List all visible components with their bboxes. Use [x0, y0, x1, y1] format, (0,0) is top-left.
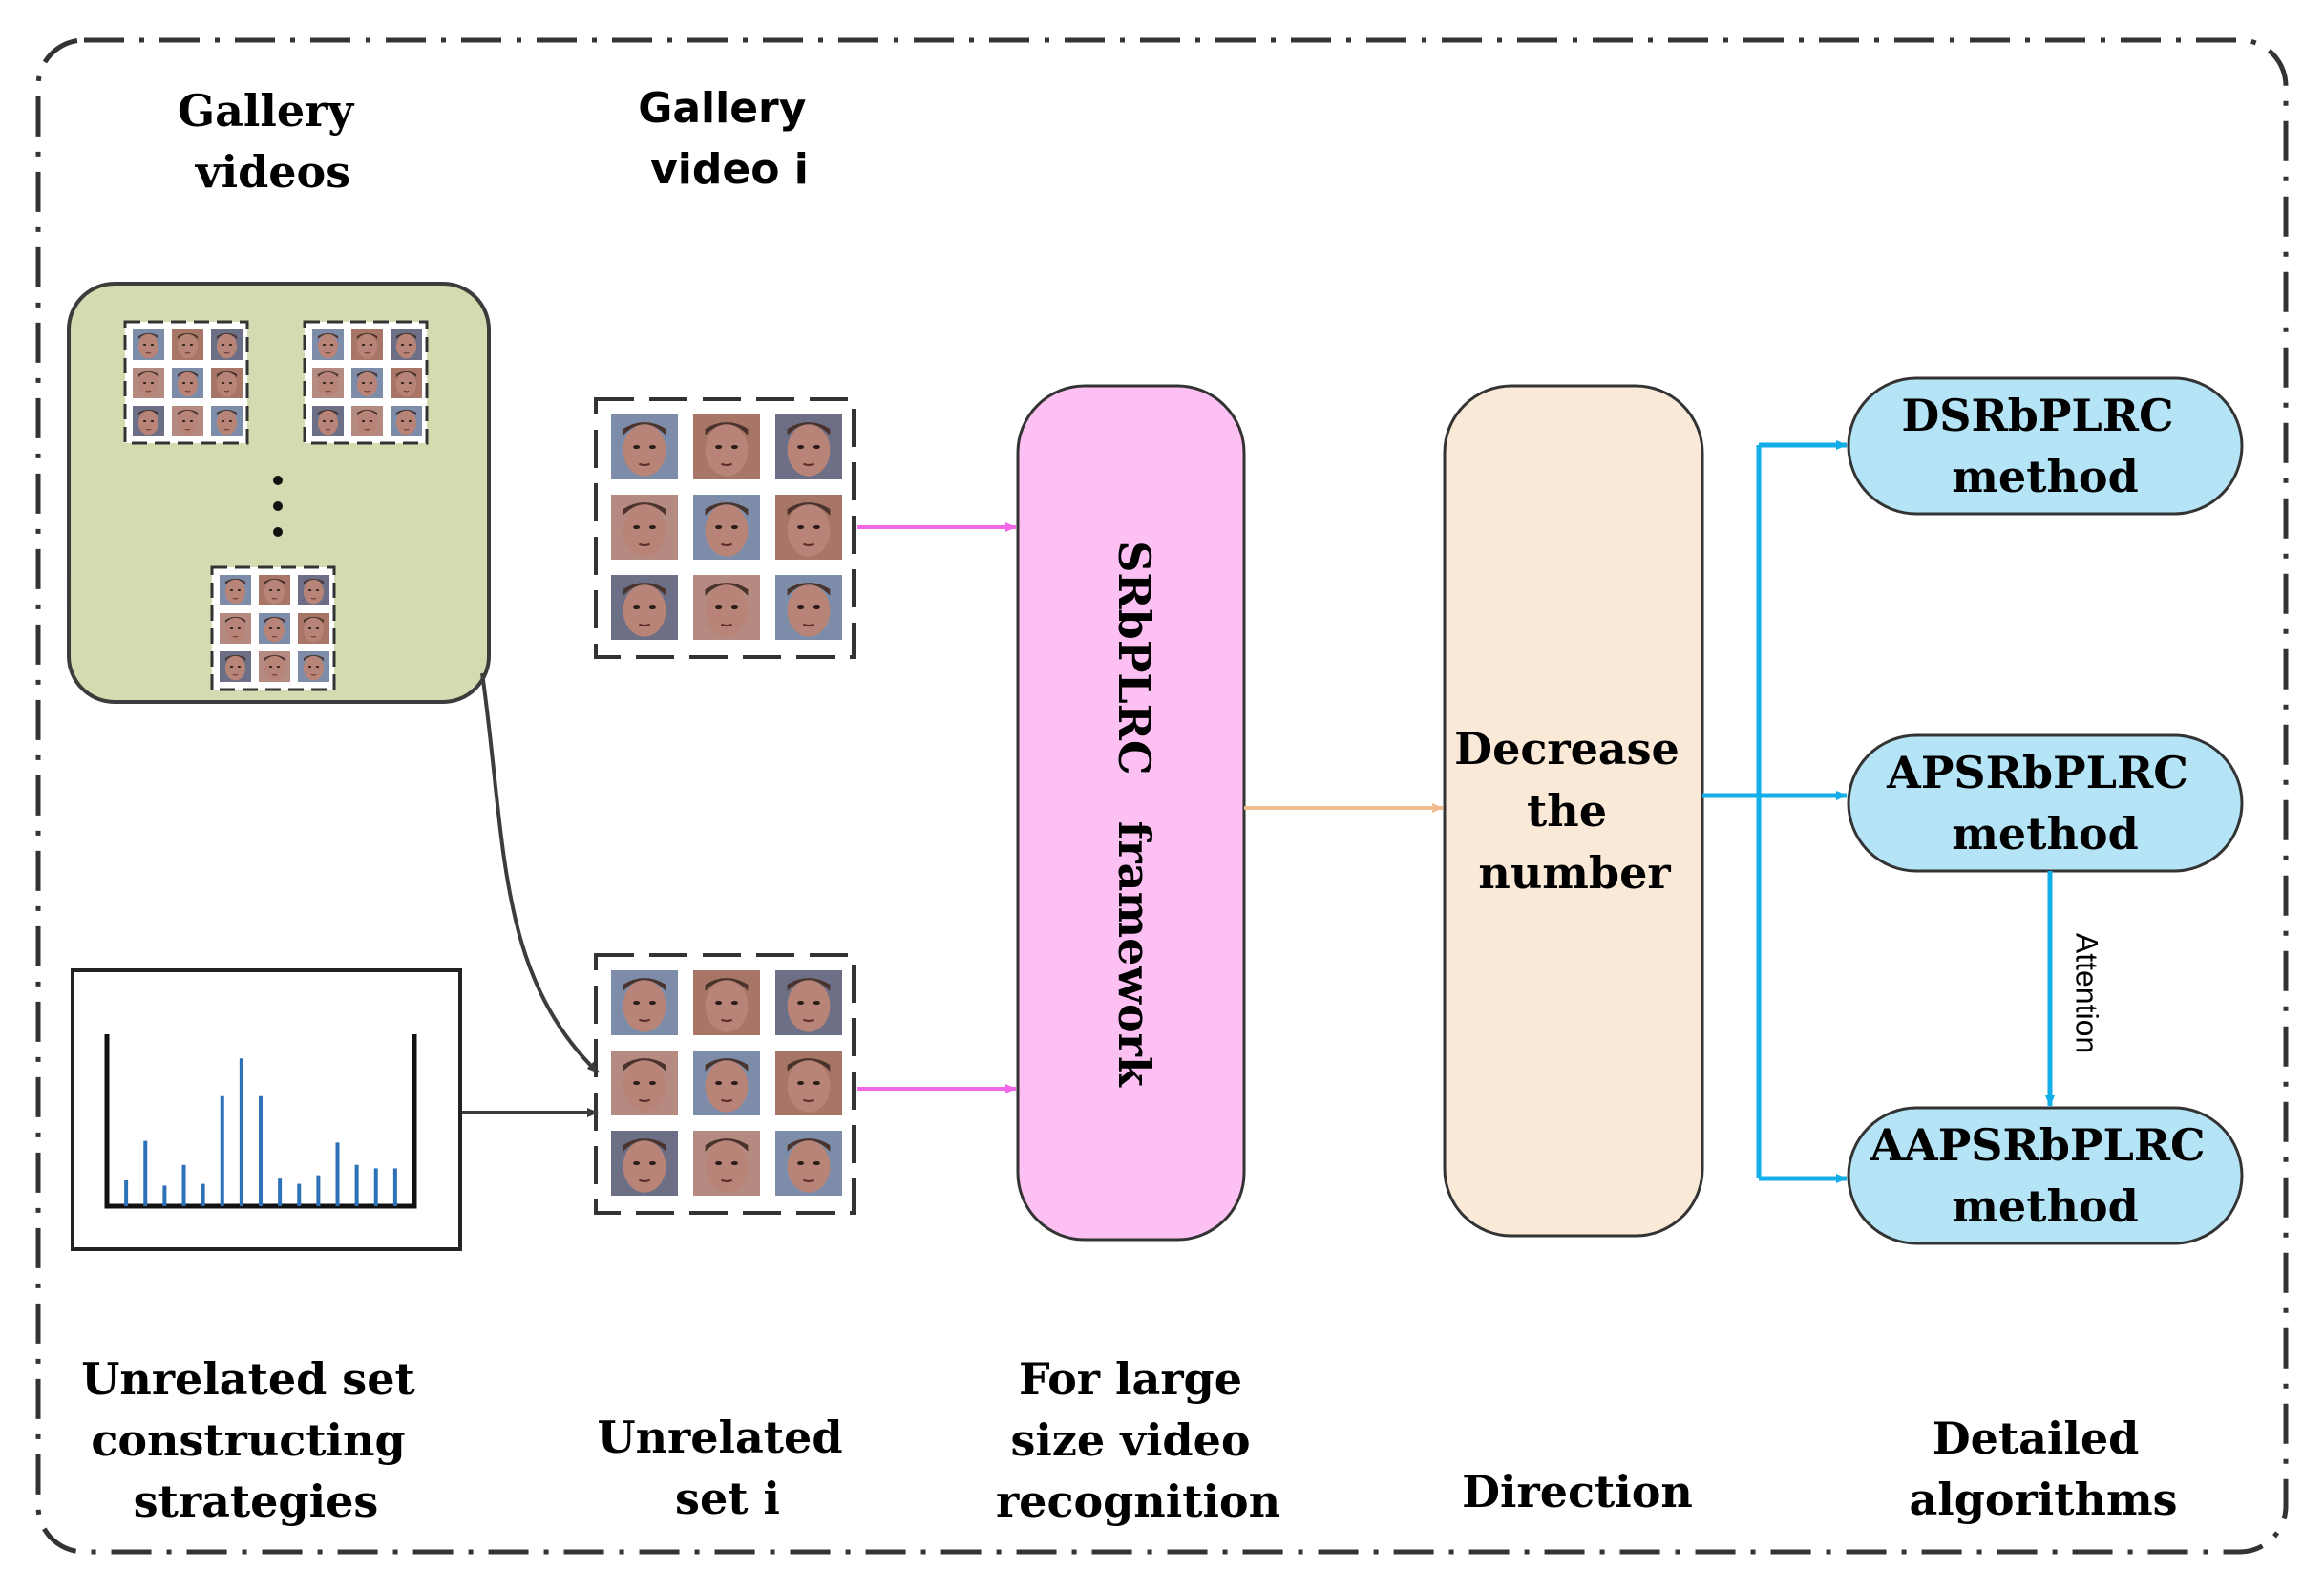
gallery-videos-label: Gallery videos — [178, 85, 369, 198]
dsr-method-label: DSRbPLRC method — [1901, 390, 2188, 502]
face-thumbnail — [775, 1131, 842, 1196]
face-thumbnail — [391, 368, 422, 398]
gallery-video-grid-2 — [303, 320, 429, 445]
gallery-video-grid-3 — [210, 565, 336, 691]
framework-label: SRbPLRC framework — [1109, 541, 1160, 1088]
aapsr-method-node — [1847, 1106, 2244, 1245]
face-thumbnail — [211, 329, 243, 360]
decrease-label: Decrease the number — [1454, 723, 1695, 899]
face-thumbnail — [298, 575, 329, 605]
gallery-video-grid-1 — [123, 320, 249, 445]
face-thumbnail — [312, 329, 344, 360]
gallery-video-i-grid — [594, 397, 856, 659]
apsr-method-label: APSRbPLRC method — [1886, 747, 2204, 860]
face-thumbnail — [611, 575, 678, 640]
face-thumbnail — [259, 613, 290, 644]
face-thumbnail — [693, 414, 760, 479]
aapsr-method-label: AAPSRbPLRC method — [1869, 1119, 2220, 1232]
face-thumbnail — [693, 495, 760, 560]
face-thumbnail — [775, 1051, 842, 1115]
outer-border — [35, 37, 2289, 1555]
gallery-to-unrelated-arrow — [480, 672, 600, 1074]
face-thumbnail — [211, 406, 243, 436]
face-thumbnail — [172, 368, 203, 398]
face-thumbnail — [611, 414, 678, 479]
face-thumbnail — [351, 368, 383, 398]
unrelated-strategies-label: Unrelated set constructing strategies — [81, 1353, 430, 1527]
face-thumbnail — [351, 329, 383, 360]
direction-label: Direction — [1462, 1466, 1693, 1518]
face-thumbnail — [611, 1131, 678, 1196]
face-thumbnail — [172, 406, 203, 436]
apsr-method-node — [1847, 733, 2244, 873]
face-thumbnail — [133, 368, 164, 398]
face-thumbnail — [391, 329, 422, 360]
face-thumbnail — [172, 329, 203, 360]
face-thumbnail — [611, 1051, 678, 1115]
unrelated-set-i-label: Unrelated set i — [597, 1412, 857, 1524]
face-thumbnail — [259, 651, 290, 682]
face-thumbnail — [211, 368, 243, 398]
gallery-video-i-label: Gallery video i — [638, 84, 821, 194]
decrease-node — [1443, 384, 1704, 1238]
face-thumbnail — [133, 406, 164, 436]
detailed-label: Detailed algorithms — [1909, 1412, 2177, 1525]
dsr-method-node — [1847, 376, 2244, 516]
face-thumbnail — [611, 495, 678, 560]
face-thumbnail — [259, 575, 290, 605]
decrease-to-methods-arrows — [1702, 440, 1848, 1183]
face-thumbnail — [312, 368, 344, 398]
face-thumbnail — [775, 970, 842, 1035]
face-thumbnail — [391, 406, 422, 436]
face-thumbnail — [298, 613, 329, 644]
face-thumbnail — [693, 575, 760, 640]
attention-label: Attention — [2070, 933, 2104, 1053]
ellipsis-dots — [273, 476, 283, 537]
face-thumbnail — [693, 1131, 760, 1196]
face-thumbnail — [220, 575, 251, 605]
face-thumbnail — [693, 970, 760, 1035]
face-thumbnail — [351, 406, 383, 436]
face-thumbnail — [312, 406, 344, 436]
face-thumbnail — [775, 414, 842, 479]
unrelated-histogram — [104, 1034, 417, 1209]
unrelated-set-i-grid — [594, 953, 856, 1215]
face-thumbnail — [775, 575, 842, 640]
face-thumbnail — [298, 651, 329, 682]
framework-node — [1016, 384, 1246, 1242]
large-size-label: For large size video recognition — [996, 1353, 1280, 1527]
face-thumbnail — [220, 651, 251, 682]
face-thumbnail — [220, 613, 251, 644]
face-thumbnail — [611, 970, 678, 1035]
face-thumbnail — [133, 329, 164, 360]
face-thumbnail — [693, 1051, 760, 1115]
face-thumbnail — [775, 495, 842, 560]
